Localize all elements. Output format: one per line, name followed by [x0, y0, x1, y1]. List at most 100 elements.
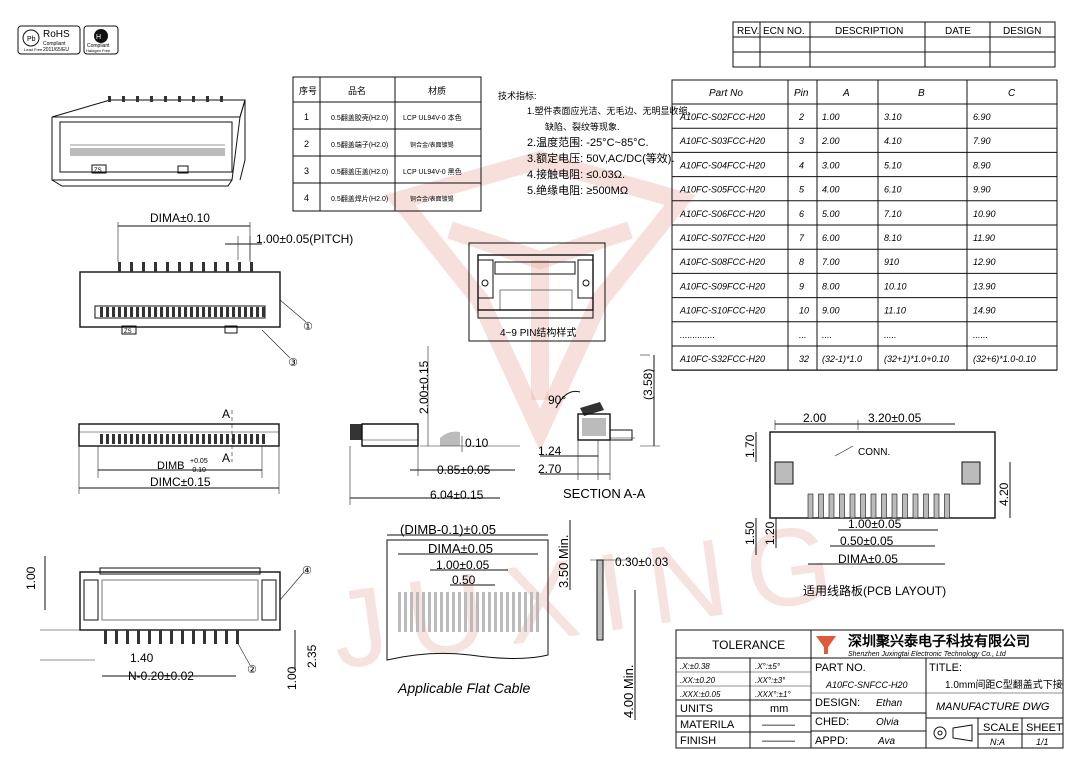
part-cell: 10.90 — [973, 209, 996, 219]
pcb-pad — [818, 493, 824, 519]
dim-bot-235: 2.35 — [305, 644, 319, 668]
part-cell: 8.00 — [822, 281, 840, 291]
conductor — [458, 592, 461, 632]
flat-cable: (DIMB-0.1)±0.05 DIMA±0.05 1.00±0.05 0.50… — [386, 520, 669, 720]
dim-pcb-150: 1.50 — [743, 521, 757, 545]
part-header: A — [842, 88, 850, 99]
bom-header-no: 序号 — [299, 85, 317, 96]
pin — [192, 630, 195, 644]
pcb-pad — [870, 493, 877, 519]
finish-label: FINISH — [680, 735, 716, 747]
flat-cable-conductors — [398, 592, 539, 632]
bottom-view: ④ ② 1.00 1.40 N-0.20±0.02 2.35 1.00 — [24, 556, 319, 690]
section-marker-a-top: A — [222, 407, 230, 421]
conductor — [398, 592, 401, 632]
flat-cable-label: Applicable Flat Cable — [397, 680, 531, 696]
pcb-pad — [849, 493, 856, 519]
pin — [250, 262, 253, 272]
conductor — [518, 592, 521, 632]
pcb-pad — [923, 493, 929, 519]
tol-cell: .XX°:±3° — [755, 676, 786, 685]
part-cell: 6.90 — [973, 112, 991, 122]
pin — [214, 630, 217, 644]
hf-label: Compliant — [87, 43, 110, 49]
tol-cell: .XXX:±0.05 — [680, 690, 721, 699]
part-cell: 7.90 — [973, 136, 991, 146]
part-cell: A10FC-S32FCC-H20 — [679, 354, 765, 364]
contact — [142, 307, 145, 317]
contact — [220, 307, 223, 317]
contact — [238, 307, 241, 317]
part-cell: A10FC-S06FCC-H20 — [679, 209, 765, 219]
contact — [262, 307, 265, 317]
part-cell: A10FC-S07FCC-H20 — [679, 233, 765, 243]
dim-pcb-170: 1.70 — [743, 434, 757, 458]
watermark-logo — [384, 150, 696, 452]
tech-spec-item: 缺陷、裂纹等现象. — [545, 121, 620, 132]
conductor — [464, 592, 467, 632]
conductor — [494, 592, 497, 632]
top-view-pins — [118, 262, 253, 272]
appd-value: Ava — [877, 736, 895, 747]
part-header: B — [918, 88, 925, 99]
pin — [166, 262, 169, 272]
pin-style-detail: 4~9 PIN结构样式 — [468, 242, 606, 342]
bom-header-name: 品名 — [348, 85, 366, 96]
part-cell: 7.10 — [884, 209, 902, 219]
side-view: 2.00±0.15 0.10 0.85±0.05 6.04±0.15 — [349, 346, 520, 505]
contact — [196, 307, 199, 317]
bom-cell: 0.5翻盖胶壳(H2.0) — [331, 113, 388, 122]
conductor — [476, 592, 479, 632]
conductor — [428, 592, 431, 632]
part-cell: (32-1)*1.0 — [822, 354, 862, 364]
dim-sec-270: 2.70 — [538, 462, 562, 476]
contact — [112, 434, 115, 444]
part-cell: ... — [799, 330, 807, 340]
tol-cell: .X:±0.38 — [680, 662, 710, 671]
pcb-pad — [902, 493, 908, 519]
callout-4: ④ — [302, 565, 312, 577]
part-cell: 11.90 — [973, 233, 995, 243]
part-cell: 8.10 — [884, 233, 902, 243]
bom-cell: 1 — [304, 112, 309, 122]
bom-cell: LCP UL94V-0 本色 — [403, 113, 462, 122]
dim-pcb-120: 1.20 — [763, 521, 777, 545]
part-cell: 8 — [799, 257, 804, 267]
tol-cell: .XXX°:±1° — [755, 690, 791, 699]
dim-dima-top: DIMA±0.10 — [150, 211, 210, 225]
pin — [142, 262, 145, 272]
contact — [100, 307, 103, 317]
tech-spec-item: 5.绝缘电阻: ≥500MΩ — [527, 183, 628, 197]
dim-pcb-320: 3.20±0.05 — [868, 411, 922, 425]
dim-fc-100: 1.00±0.05 — [436, 558, 490, 572]
bom-cell: 0.5翻盖端子(H2.0) — [331, 140, 388, 149]
callout-2: ② — [247, 664, 257, 676]
top-view: DIMA±0.10 1.00±0.05(PITCH) ZS ① ③ — [79, 211, 353, 369]
rohs-title: RoHS — [43, 29, 70, 40]
manufacture-dwg: MANUFACTURE DWG — [936, 701, 1050, 713]
dim-fc-400: 4.00 Min. — [621, 665, 636, 718]
dim-fc-050: 0.50 — [452, 573, 476, 587]
conductor — [416, 592, 419, 632]
company-logo — [816, 636, 836, 654]
part-cell: 3.10 — [884, 112, 902, 122]
pin — [238, 262, 241, 272]
conductor — [500, 592, 503, 632]
conductor — [446, 592, 449, 632]
pin — [181, 630, 184, 644]
contact — [124, 307, 127, 317]
contact — [220, 434, 223, 444]
contact — [178, 307, 181, 317]
bom-cell: 2 — [304, 139, 309, 149]
pcb-pad — [933, 493, 940, 519]
part-cell: 5.10 — [884, 160, 902, 170]
dim-bot-n: N-0.20±0.02 — [128, 669, 194, 683]
contact — [226, 307, 229, 317]
contact — [244, 434, 247, 444]
bom-cell: 4 — [304, 193, 309, 203]
dim-fc-dimb: (DIMB-0.1)±0.05 — [400, 522, 496, 537]
pin — [104, 630, 107, 644]
contact — [262, 434, 265, 444]
halogen-free-badge: H Compliant Halogen Free — [83, 25, 119, 55]
